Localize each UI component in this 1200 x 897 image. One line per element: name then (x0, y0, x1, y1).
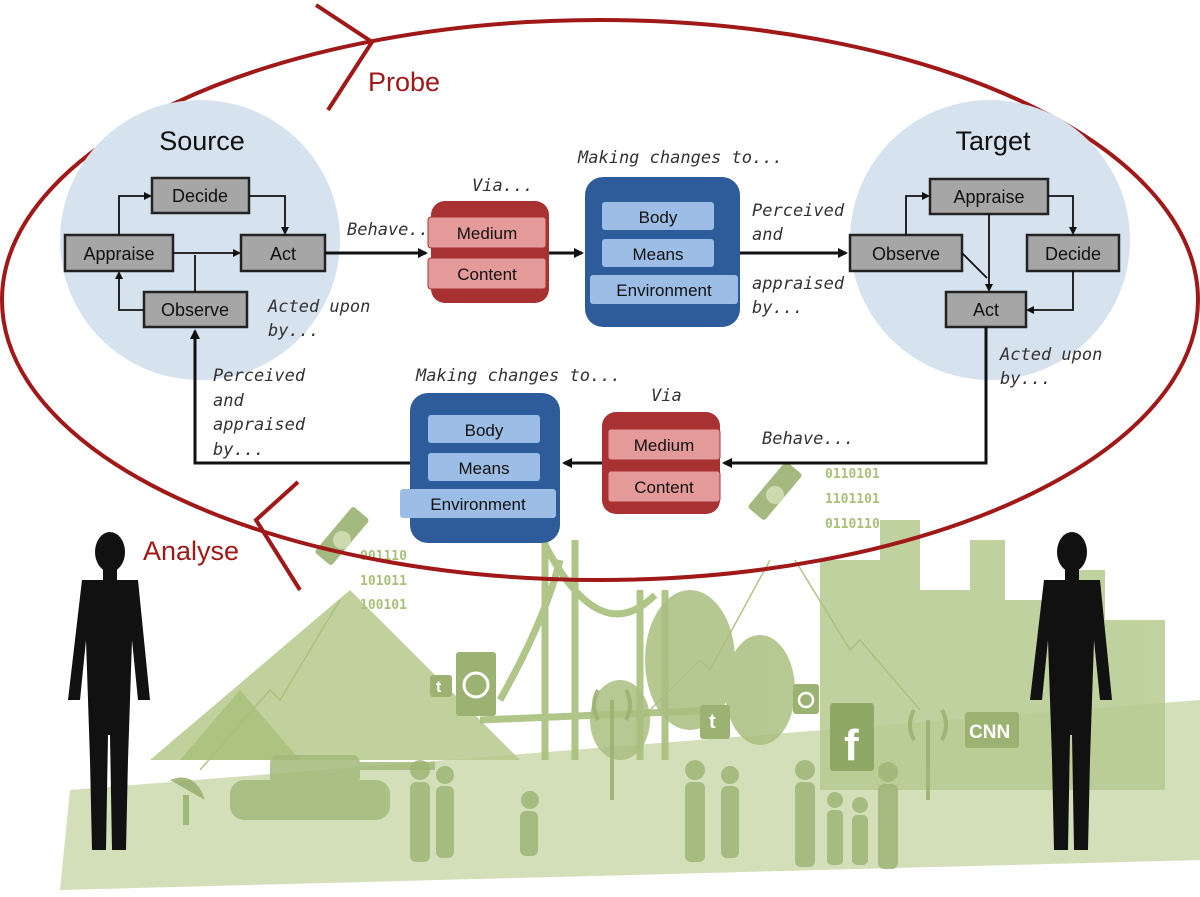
target-acted-upon-label: Acted upon by... (999, 345, 1102, 389)
top-via-label: Via... (472, 176, 533, 196)
svg-text:Means: Means (458, 459, 509, 478)
bottom-body-means-env-group: Body Means Environment (400, 393, 560, 543)
svg-text:0110101: 0110101 (825, 467, 880, 482)
svg-text:t: t (709, 711, 716, 733)
top-flow: Behave... Via... Making changes to... Me… (267, 148, 848, 341)
probe-arrowhead-icon (314, 3, 375, 112)
trees (590, 590, 795, 760)
tank-icon (230, 755, 435, 820)
target-title: Target (955, 126, 1031, 156)
svg-text:by...: by... (213, 440, 264, 460)
crowd-silhouettes (410, 760, 898, 869)
svg-text:Acted upon: Acted upon (999, 345, 1102, 365)
target-act-box: Act (944, 290, 1028, 329)
svg-text:100101: 100101 (360, 598, 407, 613)
svg-text:and: and (213, 391, 244, 411)
weibo-logo-icon (793, 684, 819, 714)
radio-tower-icon (592, 689, 948, 800)
facebook-logo-icon: f (830, 703, 874, 771)
svg-text:f: f (844, 721, 859, 770)
svg-text:CNN: CNN (969, 722, 1010, 743)
source-appraise-box: Appraise (63, 233, 175, 273)
analyse-arrowhead-icon (253, 480, 302, 592)
svg-text:Perceived: Perceived (752, 201, 845, 221)
svg-text:Appraise: Appraise (953, 187, 1024, 207)
top-behave-label: Behave... (347, 220, 439, 240)
svg-text:0110110: 0110110 (825, 517, 880, 532)
satellite-icon-right (748, 462, 802, 520)
source-act-box: Act (239, 233, 327, 273)
target-appraise-box: Appraise (928, 177, 1050, 216)
target-observe-box: Observe (848, 233, 964, 273)
source-decide-box: Decide (150, 176, 251, 215)
binary-text-right: 0110101 1101101 0110110 (825, 467, 880, 532)
bottom-medium-content-group: Medium Content (602, 412, 721, 514)
svg-text:Acted upon: Acted upon (267, 297, 370, 317)
top-making-changes-label: Making changes to... (577, 148, 783, 168)
svg-text:by...: by... (1000, 369, 1051, 389)
cnn-logo-icon: CNN (965, 712, 1019, 748)
target-decide-box: Decide (1025, 233, 1121, 273)
bridge-icon (479, 540, 721, 760)
top-perceived-label: Perceived and appraised by... (752, 201, 845, 318)
svg-text:Medium: Medium (457, 224, 517, 243)
svg-text:and: and (752, 225, 783, 245)
svg-text:Observe: Observe (872, 244, 940, 264)
svg-text:Environment: Environment (616, 281, 712, 300)
source-acted-upon-label: Acted upon by... (267, 297, 370, 341)
svg-text:1101101: 1101101 (825, 492, 880, 507)
satellite-dish-icon (170, 777, 205, 825)
binary-text-left: 001110 101011 100101 (360, 549, 407, 613)
svg-text:by...: by... (268, 321, 319, 341)
svg-text:Act: Act (270, 244, 296, 264)
analyse-label: Analyse (143, 536, 239, 566)
svg-text:t: t (436, 679, 442, 696)
svg-text:101011: 101011 (360, 574, 407, 589)
source-observe-box: Observe (142, 290, 249, 329)
svg-text:Decide: Decide (1045, 244, 1101, 264)
probe-analyse-cycle: Probe Analyse (0, 3, 1200, 592)
svg-text:Appraise: Appraise (83, 244, 154, 264)
signal-lines (199, 559, 921, 771)
svg-text:Environment: Environment (430, 495, 526, 514)
svg-text:appraised: appraised (752, 274, 845, 294)
bottom-perceived-label: Perceived and appraised by... (213, 366, 306, 460)
svg-text:Body: Body (639, 208, 678, 227)
top-medium-content-group: Medium Content (427, 201, 549, 303)
svg-text:appraised: appraised (213, 415, 306, 435)
bottom-via-label: Via (651, 386, 682, 406)
person-silhouette-left (68, 532, 150, 850)
source-cycle: Source Decide Appraise Act Observe (60, 100, 340, 380)
bottom-flow: Acted upon by... Behave... Via Making ch… (190, 327, 1102, 543)
background-scenery: 001110 101011 100101 0110101 1101101 011… (60, 462, 1200, 890)
svg-text:Decide: Decide (172, 186, 228, 206)
probe-label: Probe (368, 67, 440, 97)
bottom-making-changes-label: Making changes to... (415, 366, 621, 386)
svg-text:by...: by... (752, 298, 803, 318)
aljazeera-logo-icon (456, 652, 496, 716)
svg-text:Medium: Medium (634, 436, 694, 455)
person-silhouette-right (1030, 532, 1112, 850)
svg-text:Observe: Observe (161, 300, 229, 320)
svg-text:Content: Content (457, 265, 517, 284)
top-body-means-env-group: Body Means Environment (585, 177, 740, 327)
twitter-logo-icon: t t (430, 675, 730, 739)
cycle-ellipse (0, 18, 1200, 582)
source-title: Source (159, 126, 245, 156)
bottom-behave-label: Behave... (762, 429, 854, 449)
svg-text:Act: Act (973, 300, 999, 320)
target-cycle: Target Appraise Observe Decide Act (848, 100, 1130, 380)
svg-text:Perceived: Perceived (213, 366, 306, 386)
svg-text:Body: Body (465, 421, 504, 440)
svg-text:Content: Content (634, 478, 694, 497)
svg-text:Means: Means (632, 245, 683, 264)
